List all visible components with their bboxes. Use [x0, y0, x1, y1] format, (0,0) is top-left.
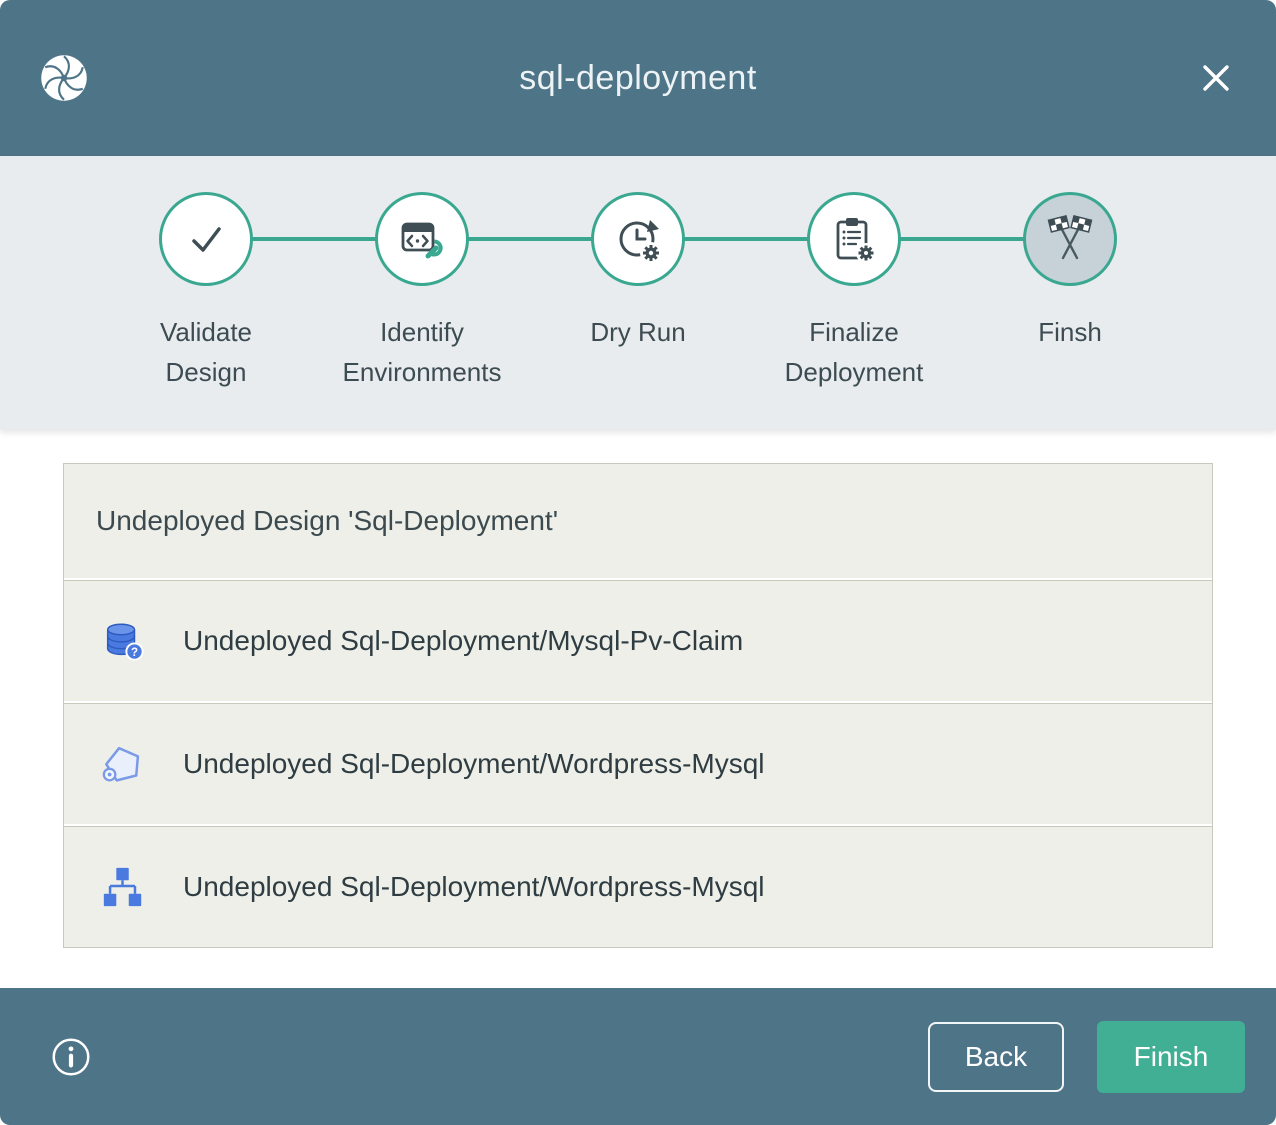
step-finalize-deployment: Finalize Deployment	[746, 192, 962, 392]
info-icon[interactable]	[48, 1034, 94, 1080]
step-validate-design: Validate Design	[98, 192, 314, 392]
pod-icon	[100, 741, 146, 787]
back-button[interactable]: Back	[928, 1021, 1064, 1092]
step-circle-finalize-deployment	[807, 192, 901, 286]
results-title: Undeployed Design 'Sql-Deployment'	[96, 505, 559, 536]
close-icon[interactable]	[1194, 56, 1238, 100]
wizard-content: Undeployed Design 'Sql-Deployment' ? Und…	[0, 430, 1276, 988]
checkered-flags-icon	[1046, 215, 1094, 263]
dialog-title: sql-deployment	[519, 58, 757, 97]
step-dry-run: Dry Run	[530, 192, 746, 392]
svg-text:?: ?	[131, 647, 138, 659]
result-text: Undeployed Sql-Deployment/Mysql-Pv-Claim	[183, 625, 744, 656]
step-circle-identify-environments	[375, 192, 469, 286]
step-identify-environments: Identify Environments	[314, 192, 530, 392]
results-header-row: Undeployed Design 'Sql-Deployment'	[64, 464, 1212, 578]
step-label: Validate Design	[159, 317, 253, 387]
step-label: Identify Environments	[342, 317, 502, 387]
step-label: Dry Run	[590, 317, 686, 347]
result-row: ? Undeployed Sql-Deployment/Mysql-Pv-Cla…	[64, 580, 1212, 701]
database-icon: ?	[100, 618, 146, 664]
code-wrench-icon	[398, 215, 446, 263]
result-row: Undeployed Sql-Deployment/Wordpress-Mysq…	[64, 826, 1212, 947]
deployment-results-panel: Undeployed Design 'Sql-Deployment' ? Und…	[63, 463, 1213, 948]
dialog-titlebar: sql-deployment	[0, 0, 1276, 156]
clipboard-gear-icon	[830, 215, 878, 263]
result-text: Undeployed Sql-Deployment/Wordpress-Mysq…	[183, 748, 765, 779]
app-logo-icon	[38, 52, 90, 104]
step-label: Finalize Deployment	[784, 317, 924, 387]
check-icon	[182, 215, 230, 263]
step-circle-validate-design	[159, 192, 253, 286]
hierarchy-icon	[100, 864, 146, 910]
result-row: Undeployed Sql-Deployment/Wordpress-Mysq…	[64, 703, 1212, 824]
wizard-stepper: Validate Design	[0, 156, 1276, 430]
step-finish: Finsh	[962, 192, 1178, 392]
step-label: Finsh	[1038, 317, 1102, 347]
step-circle-finish	[1023, 192, 1117, 286]
step-circle-dry-run	[591, 192, 685, 286]
dry-run-history-icon	[614, 215, 662, 263]
result-text: Undeployed Sql-Deployment/Wordpress-Mysq…	[183, 871, 765, 902]
finish-button[interactable]: Finish	[1097, 1020, 1245, 1093]
dialog-footer: Back Finish	[0, 988, 1276, 1125]
